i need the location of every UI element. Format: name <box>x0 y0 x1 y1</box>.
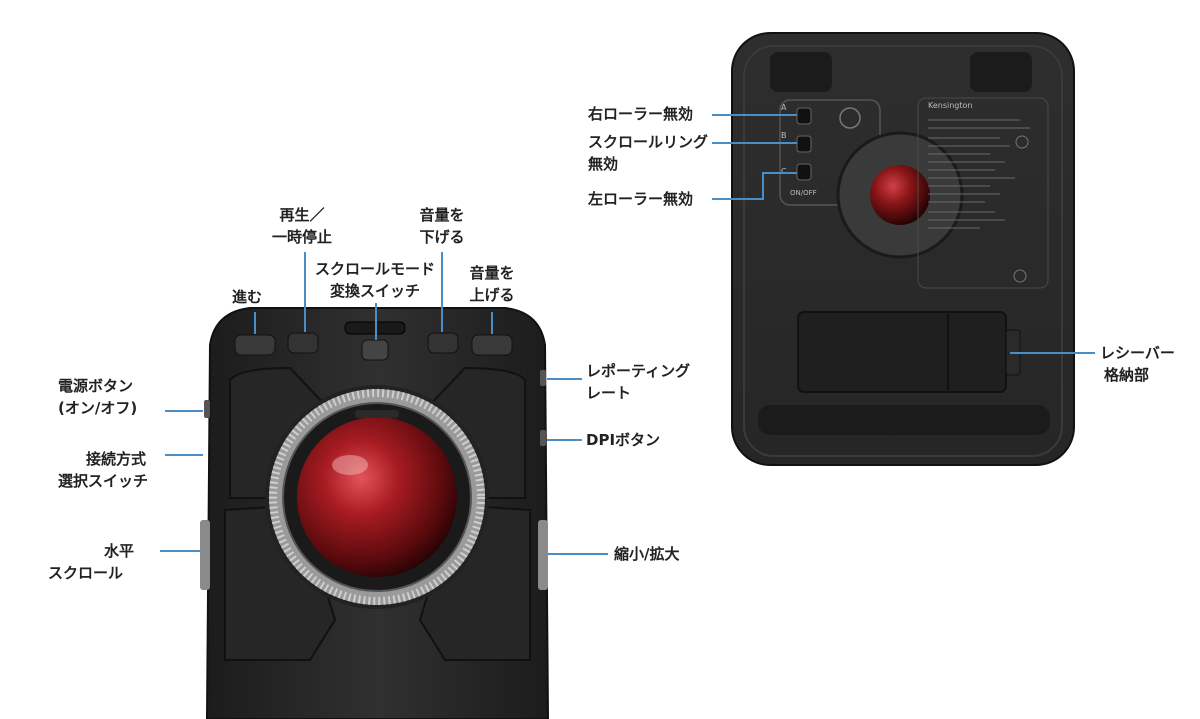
label-volume-down: 音量を 下げる <box>402 204 482 248</box>
label-receiver-line1: レシーバー <box>1100 344 1175 362</box>
label-scroll-mode-line1: スクロールモード <box>314 260 435 278</box>
leader-left-roller <box>712 198 762 200</box>
label-volume-down-line2: 下げる <box>419 228 465 246</box>
label-play-pause-line2: 一時停止 <box>271 228 332 246</box>
label-volume-up: 音量を 上げる <box>452 262 532 306</box>
switch-marker-a: A <box>781 103 787 112</box>
leader-forward <box>254 312 256 334</box>
zoom-wheel <box>538 520 548 590</box>
scroll-mode-switch <box>361 339 389 361</box>
leader-left-roller-top <box>762 172 797 174</box>
leader-zoom <box>548 553 608 555</box>
forward-button <box>234 334 276 356</box>
switch-c <box>796 163 812 181</box>
back-mouse <box>731 32 1075 466</box>
switch-marker-b: B <box>781 131 787 140</box>
front-mouse <box>200 307 550 719</box>
label-receiver: レシーバー 格納部 <box>1100 342 1175 386</box>
leader-volume-up <box>491 312 493 334</box>
switch-caption: ON/OFF <box>790 189 817 197</box>
label-scroll-ring: スクロールリング 無効 <box>588 131 708 175</box>
switch-marker-c: C <box>781 166 787 178</box>
horizontal-scroll-wheel <box>200 520 210 590</box>
leader-power <box>165 410 203 412</box>
label-scroll-mode: スクロールモード 変換スイッチ <box>300 258 450 302</box>
label-power-line2: (オン/オフ) <box>58 399 138 417</box>
leader-dpi <box>547 439 582 441</box>
label-horizontal-scroll: 水平 スクロール <box>48 540 134 584</box>
receiver-compartment <box>797 311 1007 393</box>
back-trackball <box>870 165 930 225</box>
power-switch <box>204 400 210 418</box>
label-horizontal-scroll-line1: 水平 <box>104 542 135 560</box>
report-rate-button <box>540 370 546 386</box>
label-volume-down-line1: 音量を <box>419 206 465 224</box>
leader-receiver <box>1010 352 1095 354</box>
label-report-rate: レポーティング レート <box>586 360 690 404</box>
leader-left-roller-vertical <box>762 172 764 200</box>
leader-scroll-ring <box>712 142 797 144</box>
volume-down-button <box>427 332 459 354</box>
label-forward: 進む <box>232 288 263 306</box>
label-play-pause: 再生／ 一時停止 <box>262 204 342 248</box>
label-play-pause-line1: 再生／ <box>279 206 325 224</box>
switch-a <box>796 107 812 125</box>
label-receiver-line2: 格納部 <box>1104 366 1150 384</box>
label-report-rate-line1: レポーティング <box>586 362 691 380</box>
label-volume-up-line2: 上げる <box>469 286 515 304</box>
leader-right-roller <box>712 114 797 116</box>
label-volume-up-line1: 音量を <box>469 264 515 282</box>
play-pause-button <box>287 332 319 354</box>
label-power-line1: 電源ボタン <box>58 377 134 395</box>
leader-volume-down <box>441 252 443 332</box>
label-connection-line2: 選択スイッチ <box>58 472 149 490</box>
leader-play-pause <box>304 252 306 332</box>
back-brand: Kensington <box>928 101 973 110</box>
label-power: 電源ボタン (オン/オフ) <box>58 375 137 419</box>
volume-up-button <box>471 334 513 356</box>
leader-report-rate <box>547 378 582 380</box>
label-left-roller: 左ローラー無効 <box>588 190 694 208</box>
leader-scroll-mode <box>375 303 377 340</box>
switch-b <box>796 135 812 153</box>
leader-connection <box>165 454 203 456</box>
label-scroll-mode-line2: 変換スイッチ <box>329 282 420 300</box>
label-dpi: DPIボタン <box>586 431 661 449</box>
leader-horizontal-scroll <box>160 550 200 552</box>
label-horizontal-scroll-line2: スクロール <box>48 564 124 582</box>
label-scroll-ring-line2: 無効 <box>588 155 619 173</box>
label-connection-line1: 接続方式 <box>86 450 147 468</box>
label-scroll-ring-line1: スクロールリング <box>588 133 709 151</box>
label-right-roller: 右ローラー無効 <box>588 105 694 123</box>
label-report-rate-line2: レート <box>586 384 632 402</box>
dpi-button <box>540 430 546 446</box>
label-connection: 接続方式 選択スイッチ <box>58 448 148 492</box>
label-zoom: 縮小/拡大 <box>614 545 680 563</box>
trackball <box>297 417 457 577</box>
